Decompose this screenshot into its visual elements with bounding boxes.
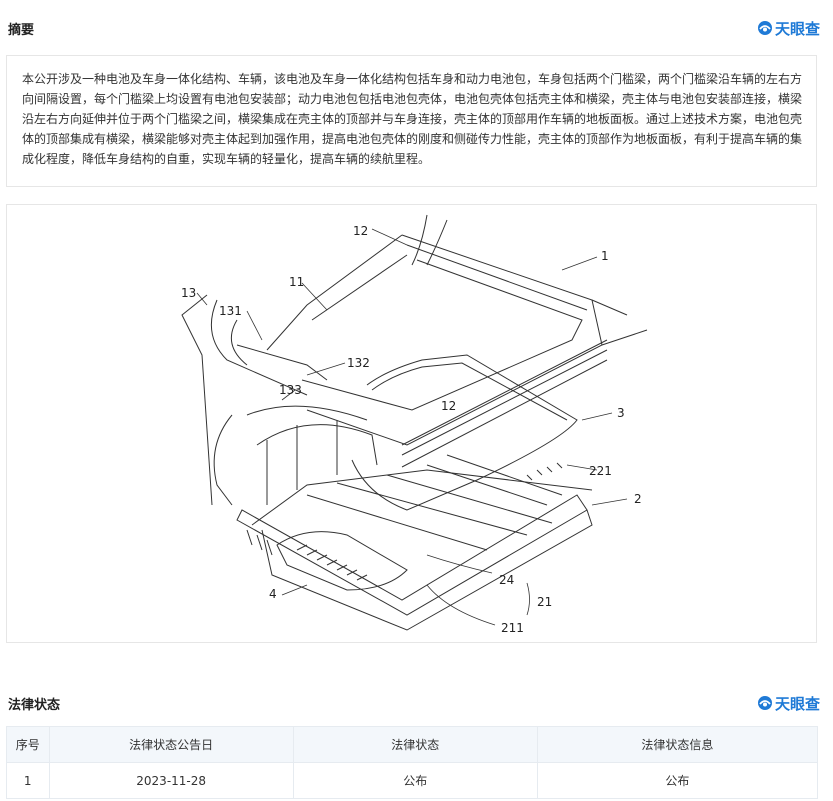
abstract-title: 摘要 (8, 22, 35, 38)
cell-index: 1 (6, 762, 50, 799)
label-131: 131 (219, 304, 242, 318)
tianyancha-eye-icon (757, 696, 772, 710)
label-11: 11 (289, 275, 304, 289)
label-2: 2 (634, 492, 642, 506)
label-24: 24 (499, 573, 514, 587)
brand-name: 天眼查 (774, 694, 820, 713)
col-header-date: 法律状态公告日 (48, 726, 294, 763)
label-21: 21 (537, 595, 552, 609)
tianyancha-logo-legal[interactable]: 天眼查 (757, 693, 820, 714)
label-13: 13 (181, 286, 196, 300)
legal-status-header: 法律状态 天眼查 (8, 692, 820, 714)
label-221: 221 (589, 464, 612, 478)
leader-lines (196, 228, 628, 626)
label-12-top: 12 (353, 224, 368, 238)
col-header-index: 序号 (6, 726, 50, 763)
table-row: 1 2023-11-28 公布 公布 (6, 762, 819, 799)
abstract-panel: 本公开涉及一种电池及车身一体化结构、车辆，该电池及车身一体化结构包括车身和动力电… (6, 55, 817, 187)
legal-status-table: 序号 法律状态公告日 法律状态 法律状态信息 1 2023-11-28 公布 公… (6, 726, 819, 799)
col-header-info: 法律状态信息 (536, 726, 819, 763)
label-4: 4 (269, 587, 277, 601)
tianyancha-eye-icon (757, 21, 772, 35)
col-header-status: 法律状态 (292, 726, 538, 763)
tianyancha-logo[interactable]: 天眼查 (757, 18, 820, 39)
label-3: 3 (617, 406, 625, 420)
drawing-reference-labels: 12 1 11 13 131 132 133 12 3 221 2 24 21 … (181, 224, 642, 635)
cell-date: 2023-11-28 (48, 762, 294, 799)
abstract-text: 本公开涉及一种电池及车身一体化结构、车辆，该电池及车身一体化结构包括车身和动力电… (22, 72, 803, 166)
label-133: 133 (279, 383, 302, 397)
brand-name: 天眼查 (774, 19, 820, 38)
label-211: 211 (501, 621, 524, 635)
table-header-row: 序号 法律状态公告日 法律状态 法律状态信息 (6, 726, 819, 763)
patent-drawing-panel: 12 1 11 13 131 132 133 12 3 221 2 24 21 … (6, 204, 817, 643)
cell-status: 公布 (292, 762, 538, 799)
patent-drawing: 12 1 11 13 131 132 133 12 3 221 2 24 21 … (181, 214, 648, 635)
label-132: 132 (347, 356, 370, 370)
drawing-lines (181, 214, 648, 631)
cell-info: 公布 (536, 762, 819, 799)
abstract-header: 摘要 天眼查 (8, 17, 820, 39)
label-12-mid: 12 (441, 399, 456, 413)
label-1: 1 (601, 249, 609, 263)
legal-status-title: 法律状态 (8, 697, 61, 713)
